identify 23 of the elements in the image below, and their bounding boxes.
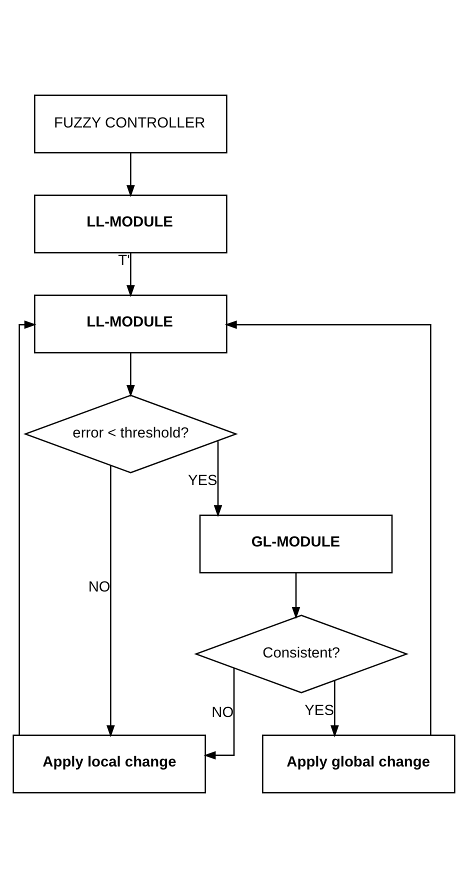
edge-label: NO bbox=[88, 580, 110, 596]
arrow bbox=[106, 466, 115, 738]
node-box: LL-MODULE bbox=[34, 194, 228, 254]
edge-label: YES bbox=[304, 703, 334, 720]
node-diamond: Consistent? bbox=[194, 614, 409, 694]
edge-label: YES bbox=[188, 473, 218, 490]
node-box: LL-MODULE bbox=[34, 294, 228, 354]
edge-label: T' bbox=[118, 253, 130, 270]
node-box: Apply global change bbox=[262, 734, 456, 794]
arrow bbox=[18, 320, 36, 736]
arrow bbox=[214, 441, 222, 518]
arrow bbox=[126, 252, 135, 298]
node-diamond: error < threshold? bbox=[23, 394, 238, 474]
edge-label: NO bbox=[212, 704, 234, 721]
node-box: FUZZY CONTROLLER bbox=[34, 94, 228, 154]
arrow bbox=[224, 320, 432, 736]
arrow bbox=[330, 680, 339, 738]
arrow bbox=[126, 352, 135, 397]
arrow bbox=[204, 668, 235, 760]
arrow bbox=[126, 152, 135, 198]
node-box: GL-MODULE bbox=[199, 514, 393, 574]
node-box: Apply local change bbox=[12, 734, 206, 794]
arrow bbox=[292, 572, 300, 620]
